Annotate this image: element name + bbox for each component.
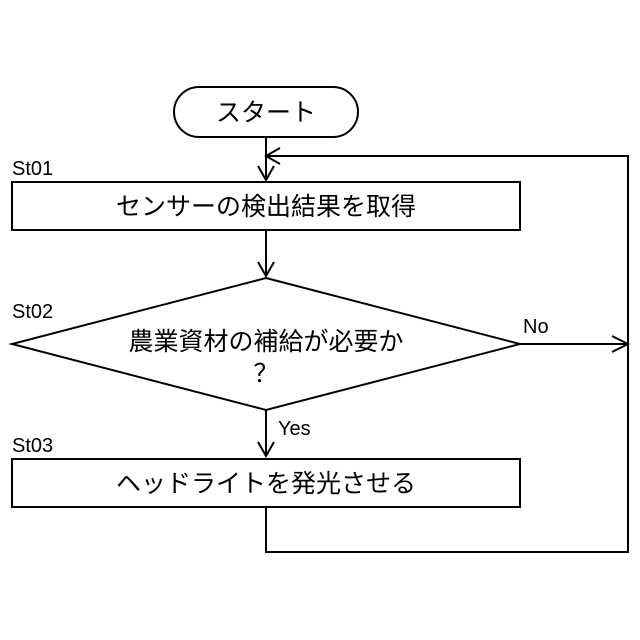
start-terminal: スタート [174, 87, 358, 137]
branch-label-no: No [523, 316, 549, 338]
process-st01-text: センサーの検出結果を取得 [116, 192, 416, 221]
step-id-st02: St02 [12, 301, 53, 323]
step-id-st03: St03 [12, 435, 53, 457]
step-id-st01: St01 [12, 158, 53, 180]
process-st03: ヘッドライトを発光させる [12, 459, 520, 507]
decision-st02-text-line1: 農業資材の補給が必要か [128, 327, 403, 356]
process-st03-text: ヘッドライトを発光させる [116, 469, 416, 498]
start-label: スタート [216, 98, 316, 127]
branch-label-yes: Yes [278, 418, 311, 440]
process-st01: センサーの検出結果を取得 [12, 182, 520, 230]
decision-st02: 農業資材の補給が必要か ？ [12, 278, 520, 410]
decision-st02-text-line2: ？ [253, 359, 278, 388]
